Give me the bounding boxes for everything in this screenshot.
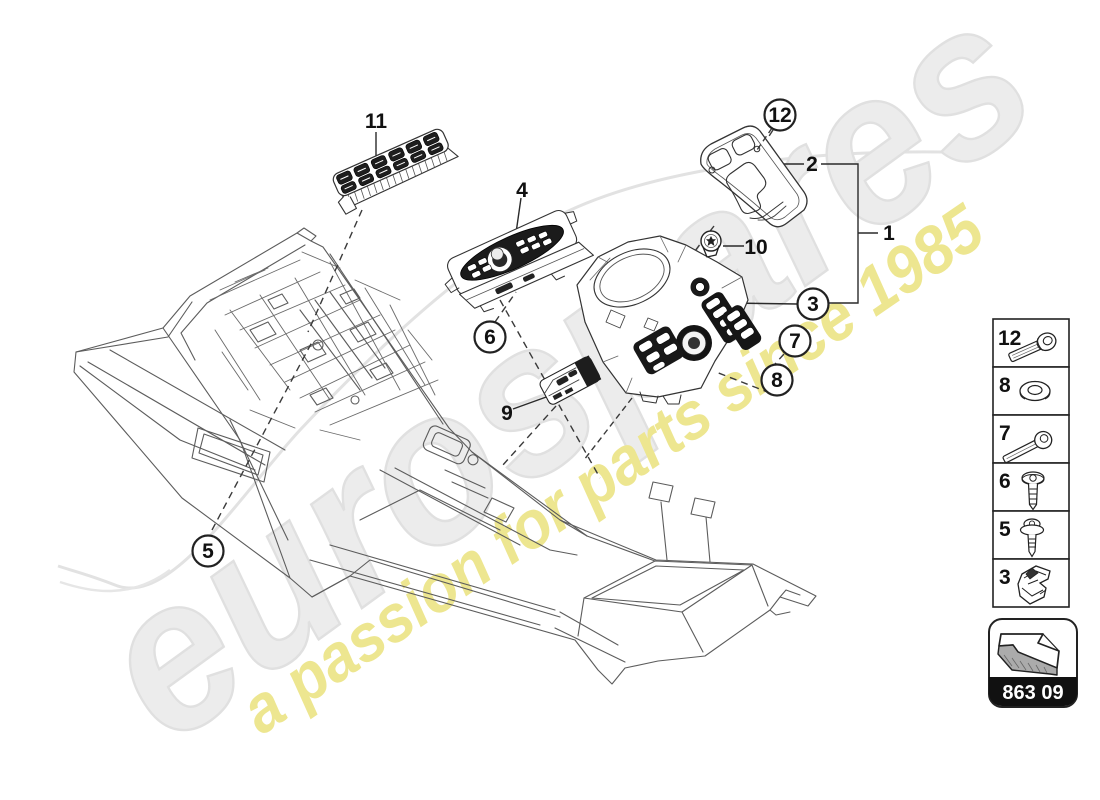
svg-text:3: 3 xyxy=(807,293,819,316)
svg-text:6: 6 xyxy=(999,470,1011,493)
svg-text:8: 8 xyxy=(999,374,1011,397)
svg-text:11: 11 xyxy=(365,110,388,133)
svg-text:7: 7 xyxy=(789,330,801,353)
svg-text:2: 2 xyxy=(806,153,818,176)
svg-text:1: 1 xyxy=(883,222,895,245)
svg-text:7: 7 xyxy=(999,422,1011,445)
svg-text:4: 4 xyxy=(516,179,528,202)
svg-text:9: 9 xyxy=(501,402,513,425)
svg-text:8: 8 xyxy=(771,369,783,392)
svg-text:12: 12 xyxy=(768,104,791,127)
svg-text:12: 12 xyxy=(998,327,1021,350)
svg-text:6: 6 xyxy=(484,326,496,349)
svg-text:10: 10 xyxy=(744,236,767,259)
svg-text:5: 5 xyxy=(202,540,214,563)
svg-text:3: 3 xyxy=(999,566,1011,589)
svg-text:5: 5 xyxy=(999,518,1011,541)
svg-text:863 09: 863 09 xyxy=(1002,682,1063,704)
